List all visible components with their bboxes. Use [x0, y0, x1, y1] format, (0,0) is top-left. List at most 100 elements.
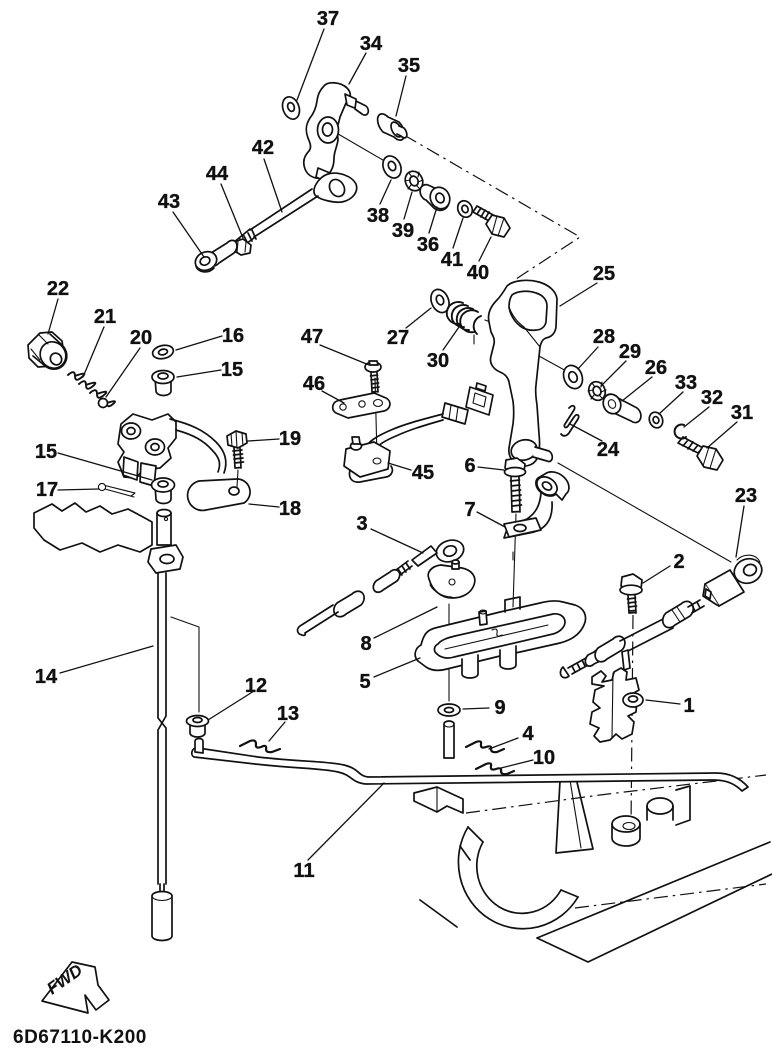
- link-3: [296, 539, 465, 637]
- leader-15: [57, 452, 153, 481]
- connector-boot: [441, 402, 469, 425]
- leader-45: [387, 462, 412, 471]
- bolt-6: [503, 457, 527, 513]
- lever-25-pivot-pin: [532, 446, 554, 463]
- leader-24: [569, 423, 603, 442]
- lever-34-hole: [321, 122, 334, 137]
- cable-ll-ferrule: [333, 590, 365, 618]
- leader-27: [405, 307, 432, 329]
- joint-23-eye-hole: [742, 563, 758, 577]
- cap-22-hole: [49, 352, 63, 366]
- bolt6-bracket7: [503, 457, 570, 539]
- leader-13: [268, 721, 286, 742]
- leader-39: [403, 191, 413, 220]
- ball-43-lip: [195, 265, 215, 273]
- grommet-12-hole: [192, 716, 203, 724]
- plate-14-body: [33, 502, 153, 553]
- link-3-eye-hole: [442, 544, 458, 558]
- part-label-14: 14: [35, 666, 58, 688]
- leader-43: [172, 211, 205, 258]
- leader-12: [207, 690, 255, 721]
- plate-14-foot-hole: [159, 553, 175, 565]
- case-left-flange: [413, 786, 464, 814]
- leader-38: [379, 179, 392, 205]
- bracket-7-boss-hole: [541, 481, 553, 491]
- leader-17: [57, 488, 100, 491]
- leader-36: [428, 206, 438, 234]
- leader-44: [220, 183, 244, 239]
- part-label-9: 9: [494, 697, 505, 719]
- bracket-5-screw-top: [478, 609, 488, 615]
- part-label-19: 19: [279, 428, 301, 450]
- ball-43-hole: [199, 255, 211, 267]
- bracket-18-foot: [186, 478, 251, 512]
- bracket-5-step: [504, 596, 521, 613]
- cable-ll-tail: [296, 604, 339, 637]
- bolt-31: [677, 436, 724, 471]
- bracket-5-leg2: [499, 645, 517, 670]
- bracket-5-slot-line: [444, 624, 549, 650]
- bolt-6-flange: [503, 466, 527, 478]
- case-boss-2: [646, 797, 674, 815]
- plate-46-hole3: [372, 398, 384, 408]
- case-bottom-dash: [574, 883, 767, 909]
- bolt-19: [226, 430, 248, 488]
- leader-19: [247, 438, 280, 442]
- part-label-18: 18: [279, 498, 301, 520]
- part-label-4: 4: [522, 723, 534, 745]
- part-label-11: 11: [293, 860, 314, 882]
- ball-20: [97, 397, 109, 409]
- part-label-30: 30: [427, 350, 449, 372]
- cable-45-assembly: [331, 360, 494, 483]
- rod-14: [157, 572, 167, 885]
- cotter-24: [560, 404, 580, 437]
- case-bore-rim: [467, 826, 579, 898]
- right-assembly: [559, 554, 763, 743]
- cable-r-sheath: [619, 616, 674, 653]
- part-label-16: 16: [222, 325, 244, 347]
- spring-30: [445, 301, 482, 345]
- cap-22-facets: [30, 333, 49, 361]
- clip-10: [474, 762, 516, 776]
- bracket-1: [589, 649, 644, 743]
- cam-8-pin-top: [451, 559, 460, 565]
- part-label-32: 32: [701, 387, 723, 409]
- cable-r-threads: [567, 657, 591, 675]
- clamp-45-hole: [372, 457, 382, 465]
- cable-r-coupling-ridges: [671, 606, 686, 623]
- leader-33: [658, 391, 684, 415]
- part-label-41: 41: [441, 249, 463, 271]
- part-label-43: 43: [158, 191, 180, 213]
- case-bottom-edges: [536, 841, 772, 963]
- part-label-21: 21: [94, 306, 116, 328]
- joint-23-eye-lip: [736, 554, 761, 563]
- cable-r-coupling: [661, 600, 695, 629]
- washer-41-inner: [460, 204, 470, 214]
- part-label-37: 37: [317, 8, 339, 30]
- part-label-46: 46: [303, 373, 325, 395]
- bracket-5: [414, 596, 587, 679]
- bushing-15u-hole: [157, 372, 169, 380]
- washer-28-inner: [567, 370, 579, 384]
- bolt-19-head-facets: [230, 430, 244, 449]
- leader-1: [645, 699, 681, 705]
- part-label-13: 13: [277, 703, 299, 725]
- part-label-15: 15: [221, 359, 243, 381]
- rod-42: [194, 172, 358, 273]
- footer-part-code: 6D67110-K200: [13, 1027, 147, 1048]
- part-label-7: 7: [464, 499, 475, 521]
- bracket-18-foot-hole: [228, 486, 240, 496]
- part-label-34: 34: [360, 33, 383, 55]
- plate-14-post-pinhole: [163, 516, 169, 522]
- leader-20: [105, 347, 141, 398]
- bolt-6-threads: [509, 476, 523, 513]
- leader-23: [735, 505, 745, 558]
- part-label-2: 2: [673, 551, 684, 573]
- bracket-7: [503, 471, 570, 539]
- bolt-40-head-facets: [491, 215, 505, 237]
- part-label-23: 23: [735, 485, 757, 507]
- part-label-47: 47: [301, 326, 323, 348]
- bracket-5-slot: [433, 613, 566, 659]
- leader-41: [452, 217, 464, 249]
